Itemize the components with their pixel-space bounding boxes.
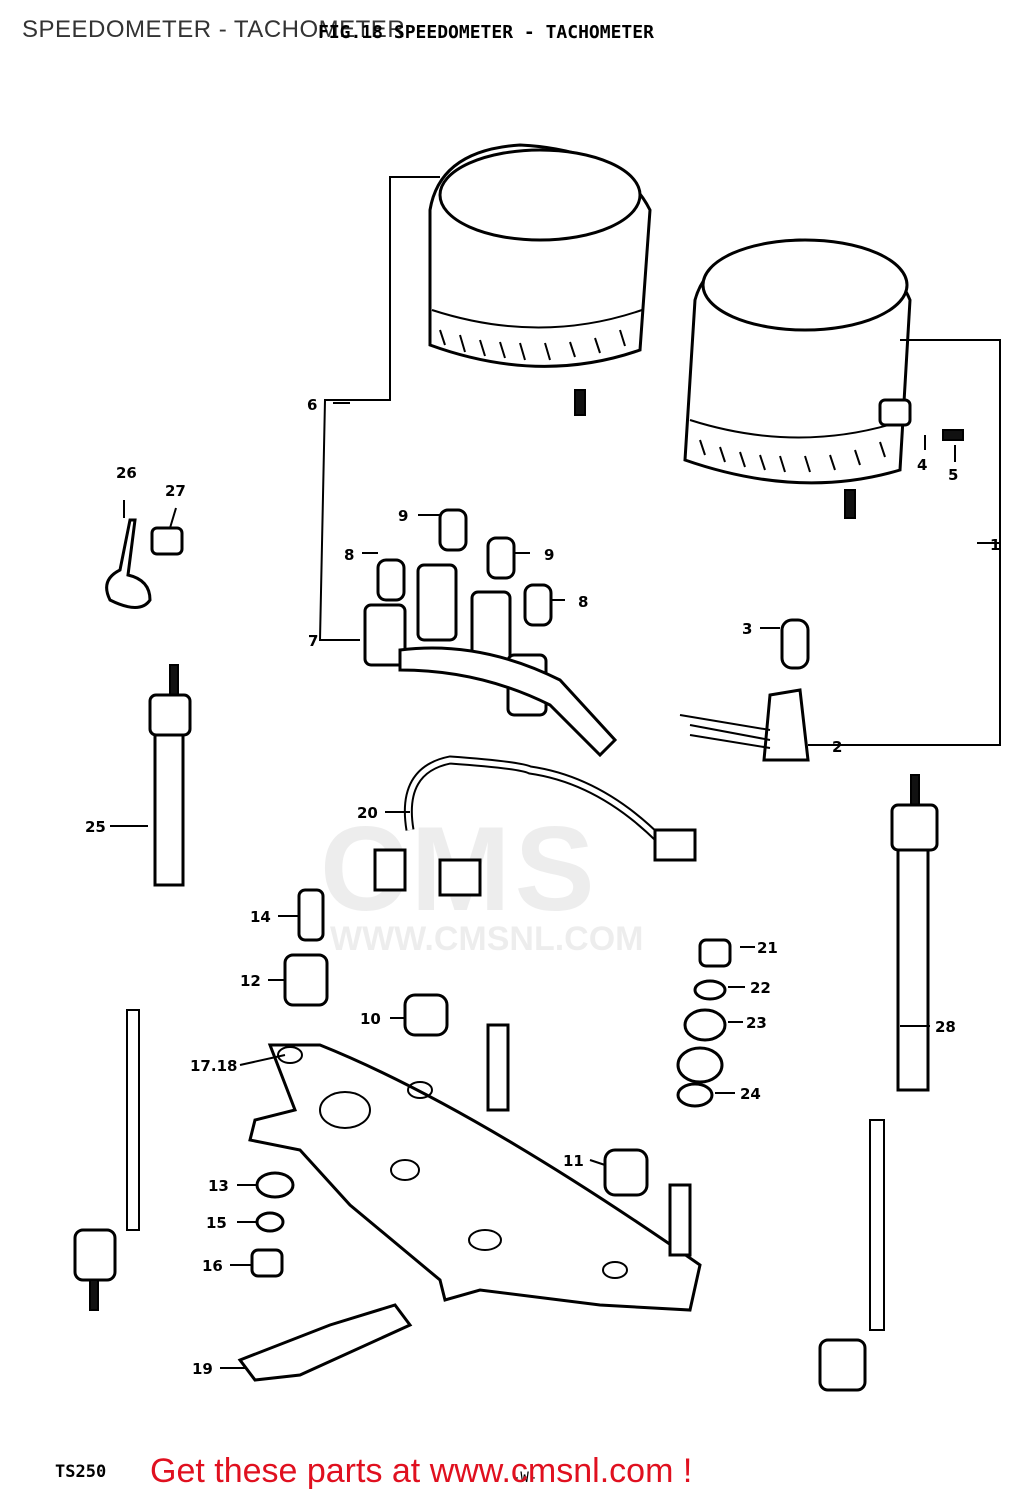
model-code: TS250 <box>55 1462 107 1482</box>
label-part-21: 21 <box>757 939 778 957</box>
tachometer-cable[interactable] <box>818 774 939 1392</box>
label-part-3: 3 <box>742 620 752 638</box>
label-part-15: 15 <box>206 1214 227 1232</box>
label-part-10: 10 <box>360 1010 381 1028</box>
label-part-9b: 9 <box>544 546 554 564</box>
label-part-8a: 8 <box>344 546 354 564</box>
label-part-20: 20 <box>357 804 378 822</box>
label-part-19: 19 <box>192 1360 213 1378</box>
label-part-14: 14 <box>250 908 271 926</box>
meter-bracket[interactable] <box>248 1023 702 1312</box>
leader-lines <box>110 402 1000 1369</box>
label-part-23: 23 <box>746 1014 767 1032</box>
label-part-5: 5 <box>948 466 958 484</box>
label-part-25: 25 <box>85 818 106 836</box>
label-part-17-18: 17.18 <box>190 1057 237 1075</box>
label-part-11: 11 <box>563 1152 584 1170</box>
label-part-24: 24 <box>740 1085 761 1103</box>
label-part-4: 4 <box>917 456 927 474</box>
part-labels: 1 2 3 4 5 6 7 8 8 9 9 10 11 12 13 14 15 … <box>85 396 1000 1378</box>
label-part-27: 27 <box>165 482 186 500</box>
label-part-12: 12 <box>240 972 261 990</box>
promo-link[interactable]: Get these parts at www.cmsnl.com ! <box>150 1452 693 1490</box>
label-part-22: 22 <box>750 979 771 997</box>
label-part-9a: 9 <box>398 507 408 525</box>
label-part-13: 13 <box>208 1177 229 1195</box>
speedometer-part[interactable] <box>428 143 652 416</box>
fasteners[interactable] <box>105 518 732 1382</box>
bulb-sockets[interactable] <box>363 508 618 758</box>
label-part-28: 28 <box>935 1018 956 1036</box>
label-part-1: 1 <box>990 536 1000 554</box>
indicator-bulb[interactable] <box>679 618 810 762</box>
label-part-2: 2 <box>832 738 842 756</box>
tachometer-part[interactable] <box>683 238 964 519</box>
speedometer-cable[interactable] <box>73 664 192 1311</box>
watermark-url: WWW.CMSNL.COM <box>330 920 644 958</box>
label-part-8b: 8 <box>578 593 588 611</box>
wiring-harness[interactable] <box>373 755 697 897</box>
figure-title: FIG.18 SPEEDOMETER - TACHOMETER <box>318 22 654 43</box>
page-number: -W- <box>512 1470 538 1486</box>
label-part-7: 7 <box>308 632 318 650</box>
label-part-26: 26 <box>116 464 137 482</box>
label-part-16: 16 <box>202 1257 223 1275</box>
page-title: SPEEDOMETER - TACHOMETER <box>22 16 406 43</box>
label-part-6: 6 <box>307 396 317 414</box>
